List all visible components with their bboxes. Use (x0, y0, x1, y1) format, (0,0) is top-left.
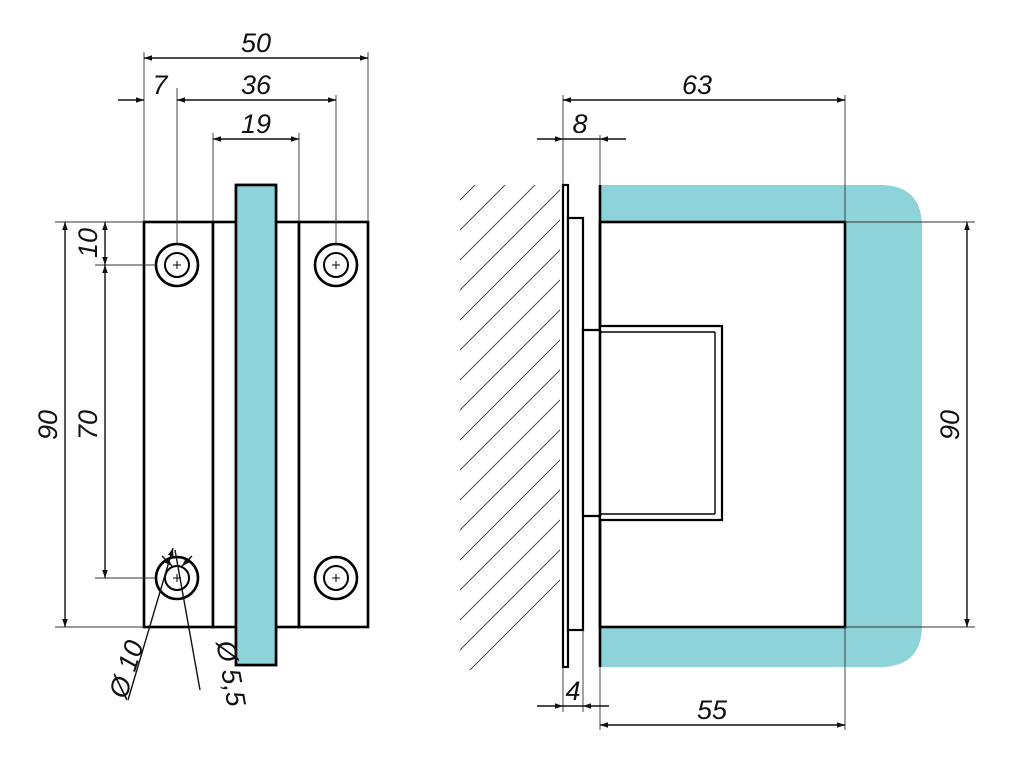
screw-hole-top-left (154, 242, 200, 288)
dim-label-hole-from-top: 10 (73, 228, 103, 258)
screw-hole-bottom-right (313, 555, 359, 601)
hinge-center-strip-left (211, 220, 238, 629)
dim-label-vertical-hole-spacing: 70 (73, 410, 103, 440)
dim-label-wall-plate: 8 (572, 109, 587, 139)
glass-panel-front-overlay (234, 183, 278, 667)
wall-plate-flange (566, 216, 585, 632)
dim-label-clamp-depth: 55 (697, 695, 728, 725)
dim-label-edge-to-hole: 7 (152, 70, 168, 100)
dim-label-outer-diameter: Ø 10 (103, 637, 150, 703)
dim-label-center-width: 19 (241, 109, 271, 139)
screw-hole-top-right (313, 242, 359, 288)
hinge-center-strip-right (274, 220, 301, 629)
dim-label-plate-thickness: 4 (565, 676, 580, 706)
side-extension-lines (562, 95, 975, 730)
dim-label-hole-spacing: 36 (241, 70, 272, 100)
dim-label-total-width: 50 (241, 28, 271, 58)
dim-label-side-height: 90 (935, 410, 965, 440)
side-view: 63 8 4 55 90 (460, 70, 975, 730)
hinge-right-plate (297, 220, 370, 629)
front-extension-lines (55, 52, 369, 628)
dim-label-total-depth: 63 (682, 70, 712, 100)
hinge-pivot-knuckle (581, 324, 724, 522)
dim-label-total-height: 90 (33, 410, 63, 440)
wall-hatch (460, 185, 560, 670)
front-view: 50 7 36 19 90 10 70 Ø 10 Ø 5,5 (33, 28, 370, 710)
leader-outer-diameter (127, 547, 174, 701)
leader-inner-diameter (174, 549, 201, 691)
